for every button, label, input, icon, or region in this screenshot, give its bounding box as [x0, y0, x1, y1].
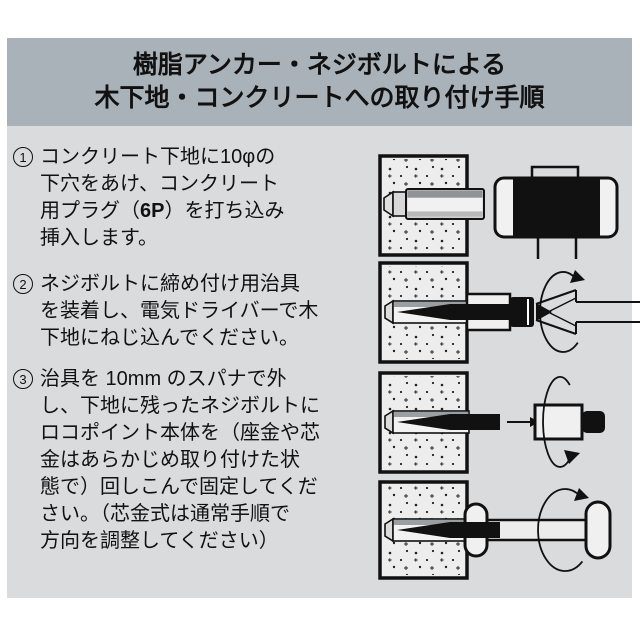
step-1-line-3-pre: 用プラグ（: [40, 200, 140, 222]
step-2-line-1: ネジボルトに締め付け用治具: [40, 273, 300, 295]
rotation-arrow-icon: [537, 488, 589, 572]
screw-bolt-icon: [397, 522, 500, 538]
screw-bolt-icon: [397, 414, 500, 430]
screw-bolt-icon: [397, 304, 512, 320]
step-1-number-badge: 1: [13, 147, 33, 167]
figure-step4-rod-body: [378, 480, 612, 580]
instruction-steps: 1 コンクリート下地に10φの 下穴をあけ、コンクリート 用プラグ（6P）を打ち…: [13, 144, 365, 555]
electric-driver-shaft-icon: [535, 289, 640, 335]
concrete-plug-icon: [383, 188, 485, 220]
panel-header: 樹脂アンカー・ネジボルトによる 木下地・コンクリートへの取り付け手順: [7, 38, 632, 127]
figure-step3-spanner: [378, 371, 605, 474]
figure-step1-plug-and-hammer: [378, 154, 619, 259]
rotation-arrow-icon: [539, 270, 585, 353]
header-title-line-1: 樹脂アンカー・ネジボルトによる: [132, 51, 507, 79]
step-1-line-3-post: ）を打ち込み: [164, 200, 285, 222]
step-2-line-2: を装着し、電気ドライバーで木: [40, 300, 319, 322]
plug-size-6p: 6P: [140, 200, 165, 222]
step-1-line-2: 下穴をあけ、コンクリート: [40, 173, 279, 195]
step-2-number-badge: 2: [13, 274, 33, 294]
driver-coupler-icon: [510, 297, 534, 327]
step-3-line-5: 態で）回しこんで固定してくだ: [40, 476, 318, 498]
step-1-line-3: 用プラグ（6P）を打ち込み: [40, 198, 365, 225]
step-3-line-6: さい。（芯金式は通常手順で: [40, 503, 290, 525]
figure-step2-bolt-driver: [378, 261, 640, 364]
step-1-line-4: 挿入します。: [40, 227, 158, 249]
hammer-icon: [493, 165, 619, 259]
end-capsule-icon: [584, 500, 612, 560]
step-3-line-7: 方向を調整してください）: [40, 530, 279, 552]
step-1-line-1: コンクリート下地に10φの: [40, 146, 276, 168]
header-title-line-2: 木下地・コンクリートへの取り付け手順: [94, 84, 545, 112]
step-2-line-3: 下地にねじ込んでください。: [40, 327, 299, 349]
step-2: 2 ネジボルトに締め付け用治具 を装着し、電気ドライバーで木 下地にねじ込んでく…: [13, 271, 365, 352]
step-3-line-2: し、下地に残ったネジボルトに: [40, 395, 320, 417]
step-1: 1 コンクリート下地に10φの 下穴をあけ、コンクリート 用プラグ（6P）を打ち…: [13, 144, 365, 252]
rotation-arrow-icon: [542, 376, 580, 468]
step-3-line-4: 金はあらかじめ取り付けた状: [40, 449, 300, 471]
step-3: 3 治具を 10mm のスパナで外 し、下地に残ったネジボルトに ロコポイント本…: [13, 366, 365, 555]
figures-illustration: [378, 154, 640, 580]
step-3-line-1: 治具を 10mm のスパナで外: [40, 368, 287, 390]
step-3-number-badge: 3: [13, 369, 33, 389]
spanner-socket-icon: [533, 403, 605, 441]
step-3-line-3: ロコポイント本体を（座金や芯: [40, 422, 320, 444]
